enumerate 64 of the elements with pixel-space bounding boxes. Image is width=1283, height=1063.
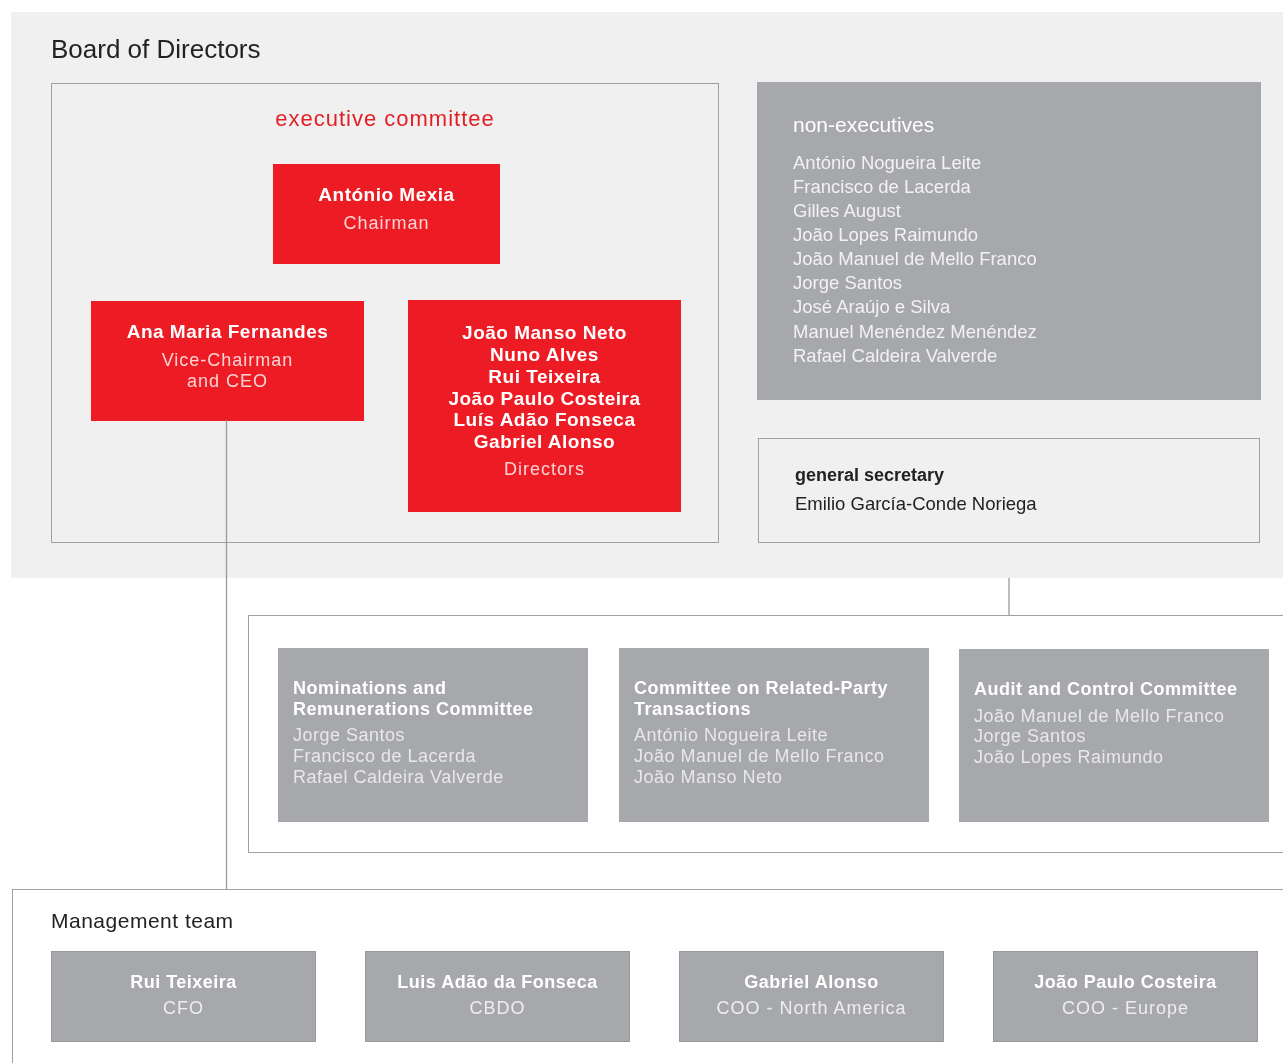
connector-line xyxy=(225,419,228,890)
person-name: António Nogueira Leite xyxy=(634,725,830,747)
group-frame xyxy=(51,83,719,543)
org-box xyxy=(757,82,1261,400)
org-box xyxy=(91,301,364,421)
org-box xyxy=(619,648,929,822)
role-text: Vice-Chairman and CEO xyxy=(160,349,295,393)
org-box xyxy=(679,951,944,1042)
person-name: João Manuel de Mello Franco xyxy=(793,247,1038,272)
role-text: CBDO xyxy=(468,997,527,1020)
person-name: Jorge Santos xyxy=(793,271,903,296)
role-text: Directors xyxy=(503,459,586,481)
person-name: Gilles August xyxy=(793,199,902,224)
section-heading: non-executives xyxy=(793,112,936,138)
person-name: Rui Teixeira xyxy=(129,972,238,994)
org-box xyxy=(278,648,588,822)
org-box xyxy=(273,164,500,264)
person-name: Rafael Caldeira Valverde xyxy=(293,766,505,788)
committee-title: Audit and Control Committee xyxy=(974,679,1239,700)
board-title: Board of Directors xyxy=(51,34,262,66)
person-name: Gabriel Alonso xyxy=(472,431,617,454)
org-box xyxy=(408,300,681,512)
person-name: Luís Adão Fonseca xyxy=(452,409,637,432)
role-text: CFO xyxy=(162,997,205,1020)
section-heading: Management team xyxy=(51,908,235,934)
role-text: COO - North America xyxy=(715,997,908,1020)
section-heading: general secretary xyxy=(795,465,946,487)
role-text: COO - Europe xyxy=(1060,997,1190,1020)
person-name: António Mexia xyxy=(317,184,456,207)
person-name: Gabriel Alonso xyxy=(743,972,880,994)
person-name: João Paulo Costeira xyxy=(1033,972,1218,994)
person-name: João Paulo Costeira xyxy=(447,387,642,410)
person-name: Luis Adão da Fonseca xyxy=(396,972,599,994)
person-name: Emilio García-Conde Noriega xyxy=(795,492,1038,515)
person-name: Francisco de Lacerda xyxy=(793,175,972,200)
person-name: João Manso Neto xyxy=(634,766,784,788)
person-name: Manuel Menéndez Menéndez xyxy=(793,319,1038,344)
person-name: António Nogueira Leite xyxy=(793,151,983,176)
person-name: Francisco de Lacerda xyxy=(293,746,478,767)
person-name: Rui Teixeira xyxy=(487,365,602,388)
connector-line xyxy=(1008,577,1010,616)
person-name: Jorge Santos xyxy=(974,726,1088,748)
person-name: João Manuel de Mello Franco xyxy=(974,705,1226,727)
role-text: Chairman xyxy=(342,212,431,235)
person-name: João Lopes Raimundo xyxy=(793,223,980,248)
board-panel xyxy=(11,12,1283,578)
person-name: João Manuel de Mello Franco xyxy=(634,746,886,767)
committees-frame xyxy=(248,615,1283,853)
committee-title: Committee on Related-Party Transactions xyxy=(634,678,890,720)
org-box xyxy=(993,951,1258,1042)
group-frame xyxy=(12,889,1283,1063)
org-box xyxy=(51,951,316,1042)
person-name: João Lopes Raimundo xyxy=(974,747,1165,768)
org-box xyxy=(365,951,630,1042)
section-heading: executive committee xyxy=(274,106,496,133)
person-name: Ana Maria Fernandes xyxy=(125,321,330,344)
person-name: José Araújo e Silva xyxy=(793,295,952,320)
group-frame xyxy=(758,438,1260,543)
person-name: Jorge Santos xyxy=(293,725,407,747)
person-name: Nuno Alves xyxy=(489,343,600,366)
committee-title: Nominations and Remunerations Committee xyxy=(293,678,535,720)
person-name: João Manso Neto xyxy=(461,322,628,344)
org-box xyxy=(959,649,1269,822)
person-name: Rafael Caldeira Valverde xyxy=(793,343,999,368)
